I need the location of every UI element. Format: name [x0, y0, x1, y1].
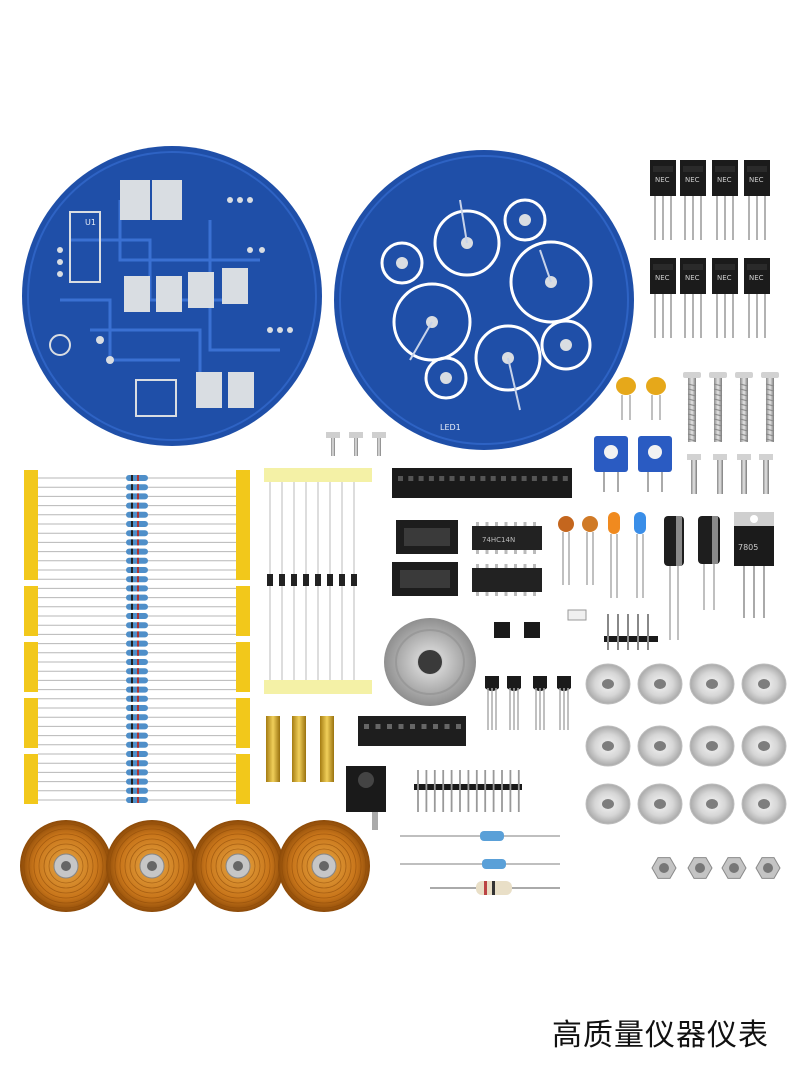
- svg-text:NEC: NEC: [749, 274, 764, 282]
- small-screws: [326, 432, 386, 456]
- buzzer: [384, 618, 476, 706]
- electrolytic-capacitors: [664, 516, 720, 640]
- resistor-tape-strip: [24, 470, 250, 804]
- trimmer-potentiometers: [594, 436, 672, 492]
- diode-tape-strip: [264, 468, 372, 694]
- caption-text: 高质量仪器仪表: [552, 1018, 769, 1053]
- to92-transistors: [485, 676, 571, 730]
- ring-magnets: [585, 663, 787, 825]
- small-caps-leds: [558, 512, 646, 598]
- dc-power-jack: [346, 766, 386, 830]
- female-header: [392, 468, 572, 498]
- ic-chips: 74HC14N: [472, 522, 542, 596]
- loose-resistors: [400, 831, 560, 895]
- male-pin-header: [414, 770, 522, 812]
- small-parts: [494, 609, 658, 650]
- svg-text:NEC: NEC: [717, 176, 732, 184]
- sip-block: [358, 716, 466, 746]
- brass-standoffs: [266, 716, 334, 782]
- voltage-regulator: 7805: [734, 512, 774, 618]
- svg-text:NEC: NEC: [717, 274, 732, 282]
- svg-text:NEC: NEC: [685, 274, 700, 282]
- long-bolts: [683, 372, 779, 442]
- ic-sockets: [392, 520, 458, 596]
- hex-nuts: [651, 857, 781, 879]
- short-screws: [687, 454, 773, 494]
- transistor-group: NEC NEC NEC NEC NEC NEC NEC NEC: [650, 160, 770, 338]
- svg-text:NEC: NEC: [655, 176, 670, 184]
- svg-text:NEC: NEC: [685, 176, 700, 184]
- svg-text:74HC14N: 74HC14N: [482, 536, 515, 544]
- pcb-right: LED1: [334, 150, 634, 450]
- copper-coils: [20, 820, 370, 912]
- svg-text:NEC: NEC: [655, 274, 670, 282]
- svg-text:7805: 7805: [738, 543, 758, 552]
- ceramic-capacitors-yellow: [616, 377, 666, 420]
- svg-text:LED1: LED1: [440, 423, 461, 432]
- pcb-left: U1: [22, 146, 322, 446]
- svg-text:U1: U1: [85, 218, 96, 227]
- svg-text:NEC: NEC: [749, 176, 764, 184]
